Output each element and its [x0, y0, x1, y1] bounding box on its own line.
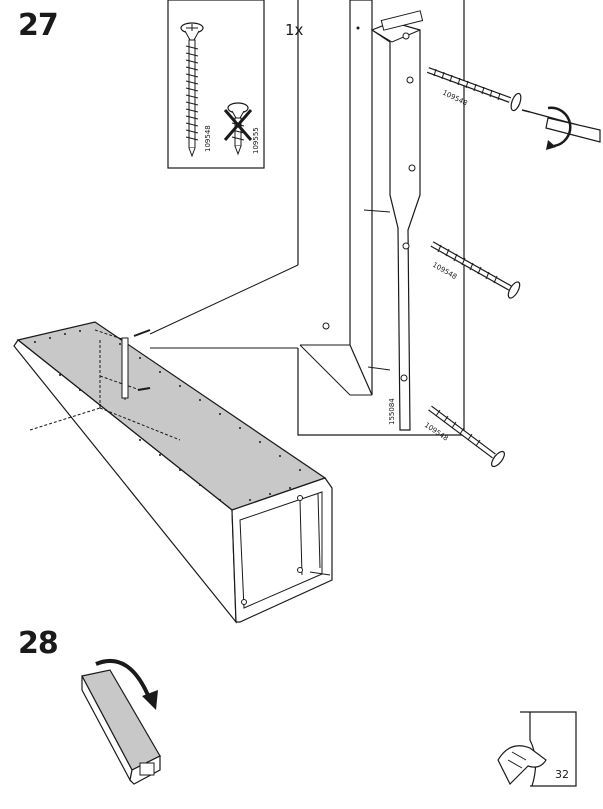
- quantity-label: 1x: [285, 21, 304, 39]
- detail-screw-2: [430, 241, 521, 299]
- detail-callout: 1x 155084: [149, 0, 601, 468]
- step-28-number: 28: [18, 626, 59, 661]
- prohibited-cross-icon: [223, 109, 253, 141]
- correct-screw-icon: [180, 22, 204, 158]
- screwdriver-icon: [521, 109, 601, 143]
- page-number: 32: [555, 768, 569, 781]
- detail-screw-3: [428, 405, 505, 468]
- page-turn-hand-icon: [497, 711, 577, 787]
- rotate-arrow-icon: [95, 658, 158, 710]
- wrong-screw-code: 109555: [252, 127, 260, 154]
- step-27-number: 27: [18, 8, 59, 43]
- cabinet-step-27: [13, 321, 333, 624]
- rotate-arrow-icon: [546, 106, 572, 150]
- ok-screw-code: 109548: [204, 125, 212, 152]
- bracket-rail: [370, 10, 424, 431]
- detail-screw-3-code: 109548: [423, 421, 450, 443]
- detail-screw-2-code: 109548: [431, 261, 458, 281]
- part-code-label: 155084: [388, 398, 396, 425]
- detail-screw-1: [426, 67, 522, 112]
- cabinet-step-28: [81, 669, 161, 785]
- hardware-panel: 109548 109555: [167, 0, 265, 169]
- wrong-screw-icon: [227, 102, 249, 156]
